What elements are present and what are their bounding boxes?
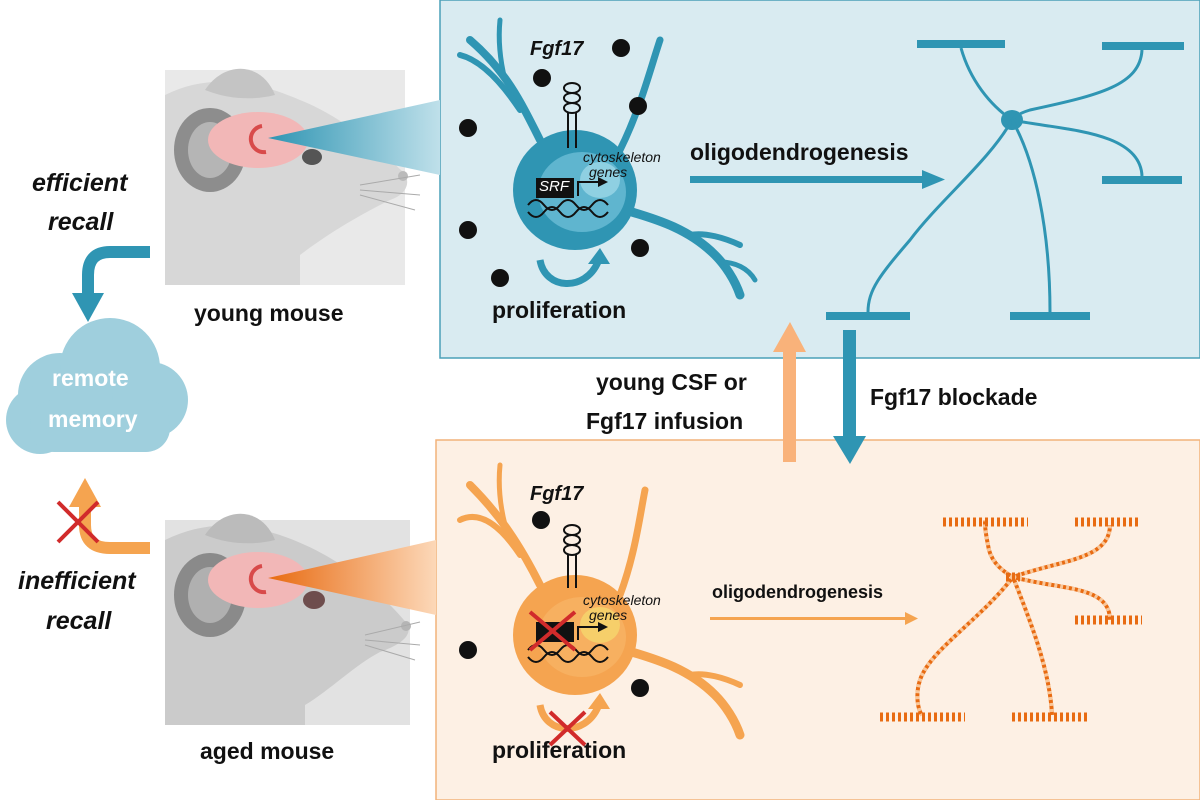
fgf17-blockade-down-arrow [833, 330, 866, 464]
young-csf-label-2: Fgf17 infusion [586, 408, 744, 434]
fgf17-label-young: Fgf17 [530, 38, 584, 60]
oligo-arrow-young [690, 170, 945, 189]
cytoskeleton-genes-label-aged-2: genes [589, 607, 628, 623]
proliferation-label-young: proliferation [492, 297, 627, 323]
young-csf-label: young CSF or [596, 369, 747, 395]
young-oligodendrocyte [826, 40, 1184, 320]
young-mouse-illustration [165, 68, 421, 285]
aged-neural-stem-cell [457, 462, 745, 740]
fgf17-label-aged: Fgf17 [530, 483, 584, 505]
fgf17-dots-aged [459, 511, 649, 697]
recall-cross-icon [56, 500, 100, 544]
srf-label: SRF [539, 178, 569, 195]
young-beam [268, 100, 440, 175]
inefficient-recall-arrow [79, 505, 150, 554]
srf-box [536, 178, 574, 198]
fgf17-blockade-label: Fgf17 blockade [870, 384, 1038, 410]
receptor-icon-aged [563, 524, 581, 588]
efficient-recall-arrow [82, 246, 150, 295]
cytoskeleton-genes-label-young-2: genes [589, 164, 628, 180]
oligodendrogenesis-label-aged: oligodendrogenesis [712, 582, 884, 602]
srf-cross-icon [528, 610, 577, 652]
remote-memory-label: remote [52, 365, 129, 391]
young-mouse-label: young mouse [194, 300, 344, 326]
young-proliferation-arrow [536, 259, 602, 287]
remote-memory-cloud [6, 318, 188, 454]
proliferation-cross-icon [548, 710, 587, 747]
receptor-icon [563, 82, 581, 148]
aged-mouse-illustration [165, 513, 421, 725]
inefficient-recall-label: inefficient [18, 567, 136, 595]
aged-oligodendrocyte [880, 517, 1142, 722]
efficient-recall-label-2: recall [48, 208, 114, 236]
aged-beam [268, 540, 436, 615]
oligo-arrow-aged [710, 612, 918, 625]
efficient-recall-label: efficient [32, 169, 128, 197]
young-csf-up-arrow [773, 322, 806, 462]
proliferation-label-aged: proliferation [492, 737, 627, 763]
aged-mouse-label: aged mouse [200, 738, 335, 764]
young-neural-stem-cell [457, 17, 758, 300]
inefficient-recall-label-2: recall [46, 607, 112, 635]
remote-memory-label-2: memory [48, 406, 138, 432]
cytoskeleton-genes-label-young: cytoskeleton [583, 149, 661, 165]
oligodendrogenesis-label-young: oligodendrogenesis [690, 139, 909, 165]
cytoskeleton-genes-label-aged: cytoskeleton [583, 592, 661, 608]
fgf17-dots-young [459, 39, 649, 287]
